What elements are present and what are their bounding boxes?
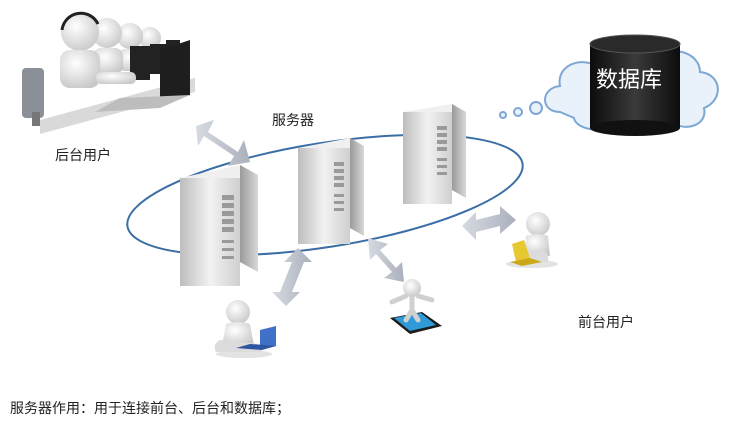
backend-users-label: 后台用户 [55, 148, 111, 164]
database-label: 数据库 [596, 68, 663, 93]
backend-users-illustration [22, 11, 195, 134]
backend-arrow [196, 120, 250, 166]
server-label: 服务器 [272, 113, 314, 129]
frontend-user-phone [389, 279, 442, 334]
frontend-users-label: 前台用户 [578, 315, 634, 331]
server-left [180, 165, 258, 286]
frontend-arrow-middle [368, 238, 404, 282]
frontend-user-laptop-yellow [506, 212, 558, 268]
bubble-dots [499, 101, 543, 119]
frontend-arrow-left [272, 248, 312, 306]
database-cylinder-icon [589, 34, 681, 136]
server-middle [298, 138, 364, 244]
network-ring [126, 133, 524, 257]
caption-text: 服务器作用：用于连接前台、后台和数据库； [10, 401, 290, 417]
server-right [403, 104, 466, 204]
frontend-arrow-right [462, 206, 516, 240]
frontend-user-laptop-blue [214, 300, 276, 358]
